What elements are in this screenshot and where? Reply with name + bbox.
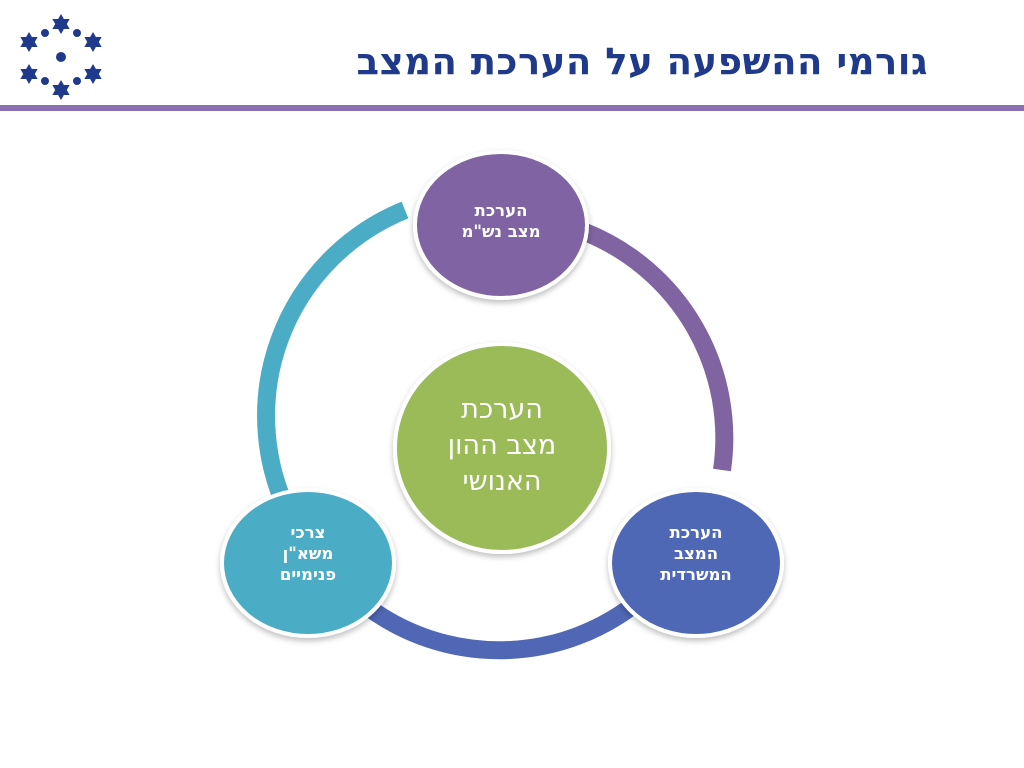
node-top-label: הערכת מצב נש"מ bbox=[431, 200, 571, 242]
node-bottom-left bbox=[220, 488, 396, 638]
ring-arc-bottom bbox=[359, 593, 646, 660]
ring-arc-left bbox=[257, 201, 409, 525]
node-top bbox=[413, 150, 589, 300]
node-bottom-left-line-3: פנימיים bbox=[279, 565, 337, 584]
node-bottom-right-line-3: המשרדית bbox=[660, 565, 732, 584]
node-top-line-1: הערכת bbox=[474, 201, 528, 220]
star-of-david-ring-logo bbox=[14, 6, 108, 102]
node-bottom-left-line-1: צרכי bbox=[290, 523, 326, 542]
node-bottom-left-label: צרכי משא"ן פנימיים bbox=[238, 522, 378, 585]
node-center bbox=[393, 342, 611, 554]
node-bottom-left-line-2: משא"ן bbox=[282, 544, 334, 563]
title-divider bbox=[0, 105, 1024, 111]
node-bottom-right-line-1: הערכת bbox=[669, 523, 723, 542]
page-title: גורמי ההשפעה על הערכת המצב bbox=[356, 40, 928, 83]
node-center-line-3: האנושי bbox=[462, 466, 542, 497]
ring-arc-right bbox=[581, 223, 734, 472]
node-center-label: הערכת מצב ההון האנושי bbox=[412, 392, 592, 500]
node-bottom-right bbox=[608, 488, 784, 638]
node-bottom-right-label: הערכת המצב המשרדית bbox=[626, 522, 766, 585]
node-top-line-2: מצב נש"מ bbox=[461, 222, 541, 241]
node-center-line-2: מצב ההון bbox=[447, 430, 557, 461]
node-bottom-right-line-2: המצב bbox=[673, 544, 719, 563]
node-center-line-1: הערכת bbox=[461, 394, 543, 425]
